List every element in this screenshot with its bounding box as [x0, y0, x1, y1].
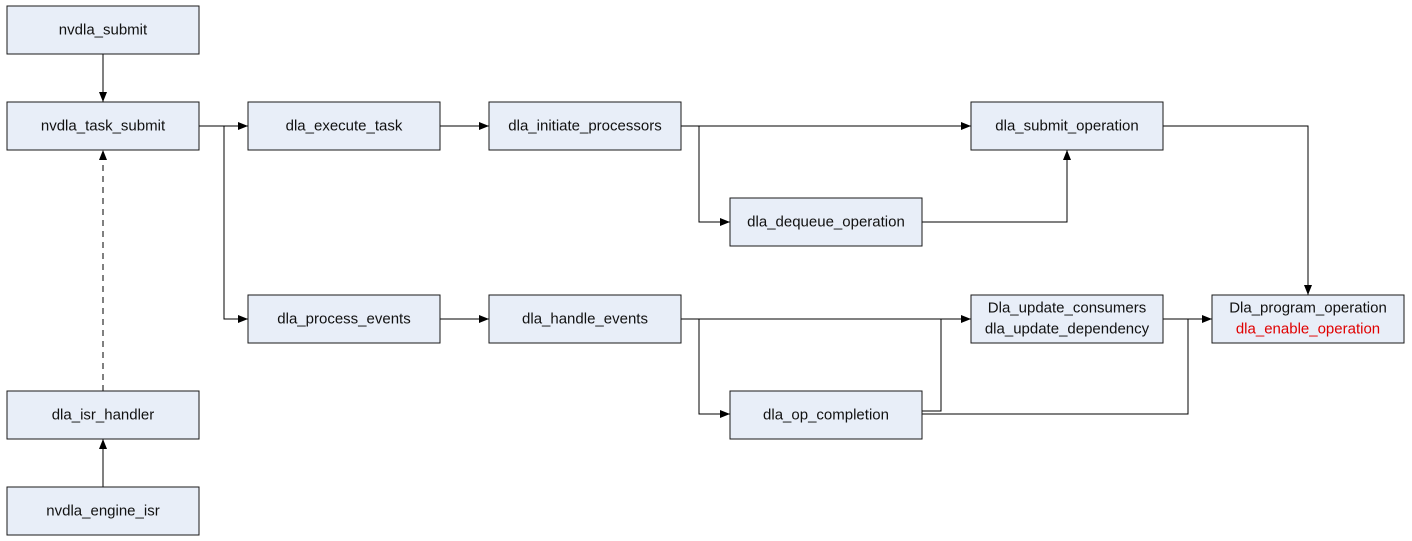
node-label: dla_isr_handler — [52, 407, 155, 424]
node-label: nvdla_engine_isr — [46, 503, 159, 520]
node-dla-program-operation: Dla_program_operation dla_enable_operati… — [1211, 294, 1405, 344]
node-label-line1: Dla_program_operation — [1229, 300, 1387, 317]
node-label: dla_process_events — [277, 311, 410, 328]
node-nvdla-engine-isr: nvdla_engine_isr — [6, 486, 200, 536]
edge-handle-events-to-op-completion — [698, 319, 730, 418]
edge-initiate-processors-to-dequeue-operation — [698, 126, 730, 226]
node-dla-dequeue-operation: dla_dequeue_operation — [729, 197, 923, 247]
edge-task-submit-to-process-events — [223, 126, 248, 323]
node-label: dla_handle_events — [522, 311, 648, 328]
node-dla-initiate-processors: dla_initiate_processors — [488, 101, 682, 151]
node-label-line2-highlight: dla_enable_operation — [1236, 321, 1380, 338]
node-dla-process-events: dla_process_events — [247, 294, 441, 344]
node-label: dla_submit_operation — [995, 118, 1138, 135]
node-dla-op-completion: dla_op_completion — [729, 390, 923, 440]
node-label: dla_dequeue_operation — [747, 214, 905, 231]
node-label: nvdla_submit — [59, 22, 148, 39]
node-dla-execute-task: dla_execute_task — [247, 101, 441, 151]
node-dla-update: Dla_update_consumers dla_update_dependen… — [970, 294, 1164, 344]
edge-dequeue-operation-to-submit-operation — [922, 150, 1071, 223]
node-label-line1: Dla_update_consumers — [988, 300, 1146, 317]
node-label: nvdla_task_submit — [41, 118, 166, 135]
edges — [99, 54, 1312, 487]
node-dla-isr-handler: dla_isr_handler — [6, 390, 200, 440]
node-dla-submit-operation: dla_submit_operation — [970, 101, 1164, 151]
edge-submit-operation-to-program-operation — [1163, 125, 1312, 295]
node-label-line2: dla_update_dependency — [985, 321, 1150, 338]
node-label: dla_execute_task — [286, 118, 403, 135]
node-label: dla_initiate_processors — [508, 118, 661, 135]
edge-op-completion-to-program — [922, 319, 1189, 415]
node-nvdla-task-submit: nvdla_task_submit — [6, 101, 200, 151]
node-dla-handle-events: dla_handle_events — [488, 294, 682, 344]
node-label: dla_op_completion — [763, 407, 889, 424]
edge-op-completion-to-update — [922, 319, 942, 412]
node-nvdla-submit: nvdla_submit — [6, 5, 200, 55]
